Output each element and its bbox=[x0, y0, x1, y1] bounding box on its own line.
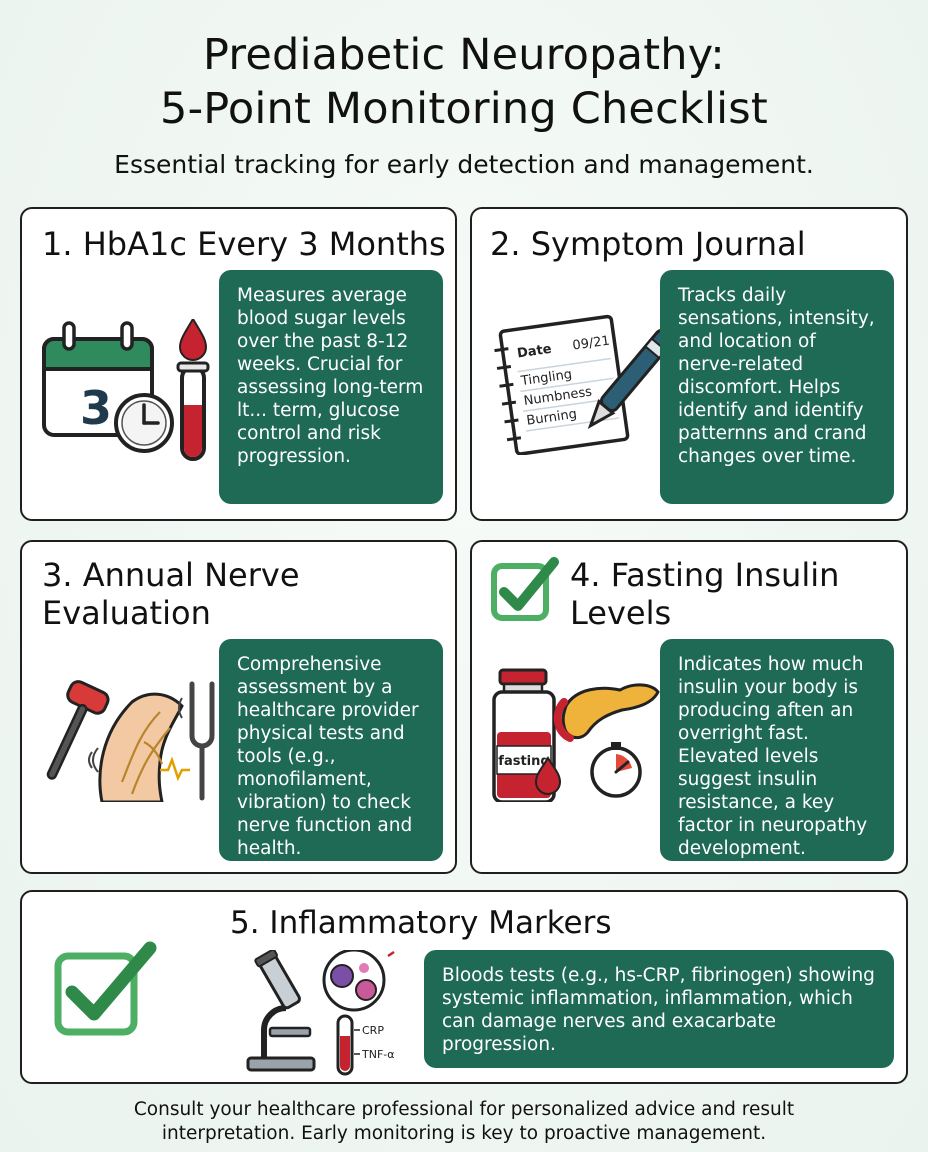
card-inflammatory-title: 5. Inflammatory Markers bbox=[230, 905, 612, 941]
checkbox-checked-icon bbox=[491, 557, 559, 621]
reflex-hammer-knee-tuning-fork-icon bbox=[46, 680, 226, 802]
card-insulin-title: 4. Fasting Insulin Levels bbox=[570, 556, 839, 632]
journal-date-value: 09/21 bbox=[572, 334, 611, 354]
card-journal-title: 2. Symptom Journal bbox=[490, 225, 806, 263]
vial-pancreas-stopwatch-icon: fasting bbox=[492, 668, 660, 802]
journal-entry-1: Tingling bbox=[519, 367, 573, 389]
journal-entry-3: Burning bbox=[526, 407, 578, 429]
card-nerve-evaluation: 3. Annual Nerve Evaluation Comprehensive… bbox=[20, 540, 457, 874]
card-insulin-description: Indicates how much insulin your body is … bbox=[660, 639, 894, 861]
card-nerve-description: Comprehensive assessment by a healthcare… bbox=[219, 639, 443, 861]
page-title: Prediabetic Neuropathy: 5-Point Monitori… bbox=[0, 28, 928, 136]
calendar-number: 3 bbox=[80, 381, 112, 435]
checkbox-checked-icon bbox=[54, 941, 157, 1036]
title-line-1: Prediabetic Neuropathy: bbox=[203, 30, 725, 80]
card-hba1c-title: 1. HbA1c Every 3 Months bbox=[42, 225, 446, 263]
footer-line-2: interpretation. Early monitoring is key … bbox=[161, 1123, 767, 1144]
card-nerve-title: 3. Annual Nerve Evaluation bbox=[42, 556, 300, 632]
card-hba1c: 1. HbA1c Every 3 Months 3 Measures avera… bbox=[20, 207, 457, 521]
card-inflammatory-description: Bloods tests (e.g., hs‑CRP, fibrinogen) … bbox=[424, 950, 894, 1068]
card-nerve-title-line-2: Evaluation bbox=[42, 594, 211, 632]
footer-note: Consult your healthcare professional for… bbox=[0, 1098, 928, 1146]
page-subtitle: Essential tracking for early detection a… bbox=[114, 150, 814, 179]
card-inflammatory-markers: 5. Inflammatory Markers CRP TNF-α Bloods… bbox=[20, 890, 908, 1084]
microscope-cells-tube-icon: CRP TNF-α bbox=[246, 950, 395, 1076]
card-nerve-title-line-1: 3. Annual Nerve bbox=[42, 556, 300, 594]
footer-line-1: Consult your healthcare professional for… bbox=[133, 1099, 795, 1120]
card-fasting-insulin: 4. Fasting Insulin Levels fasting Indica… bbox=[470, 540, 908, 874]
card-hba1c-description: Measures average blood sugar levels over… bbox=[219, 270, 443, 504]
card-insulin-title-line-2: Levels bbox=[570, 594, 672, 632]
journal-pen-icon: Date 09/21 Tingling Numbness Burning bbox=[494, 314, 666, 455]
calendar-clock-blood-icon: 3 bbox=[42, 319, 210, 461]
vial-label: fasting bbox=[498, 754, 549, 769]
card-journal-description: Tracks daily sensations, intensity, and … bbox=[660, 270, 894, 504]
card-insulin-title-line-1: 4. Fasting Insulin bbox=[570, 556, 840, 594]
journal-date-label: Date bbox=[516, 342, 553, 362]
tube-label-tnf: TNF-α bbox=[361, 1048, 395, 1061]
card-symptom-journal: 2. Symptom Journal Date 09/21 Tingling N… bbox=[470, 207, 908, 521]
tube-label-crp: CRP bbox=[362, 1024, 384, 1037]
title-line-2: 5-Point Monitoring Checklist bbox=[160, 84, 768, 134]
